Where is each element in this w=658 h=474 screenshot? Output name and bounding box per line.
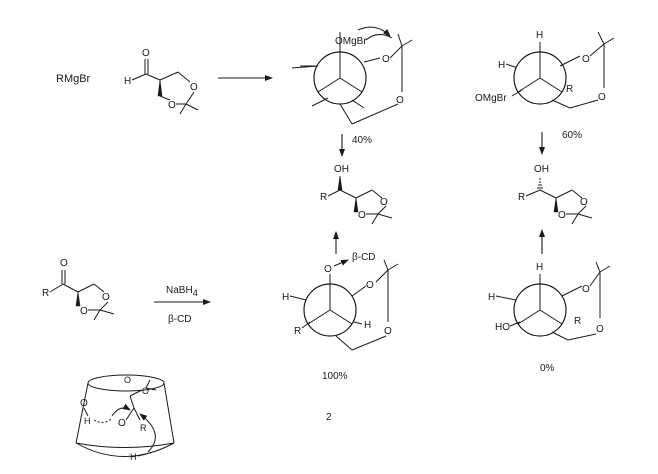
cd-ring-o: O bbox=[124, 375, 131, 385]
newman-h-top: H bbox=[536, 262, 543, 273]
product-ring-o: O bbox=[380, 197, 388, 208]
newman-ring-o: O bbox=[582, 54, 590, 65]
ring-o-label: O bbox=[80, 306, 88, 317]
product-ring-o: O bbox=[580, 197, 588, 208]
newman-ring-o: O bbox=[396, 95, 404, 106]
carbonyl-o-label: O bbox=[60, 258, 68, 269]
beta-cd-tag: β-CD bbox=[352, 252, 376, 263]
beta-cd-label: β-CD bbox=[168, 314, 192, 325]
aldehyde-acetonide-structure: O H O O bbox=[124, 48, 199, 115]
newman-h-left: H bbox=[488, 292, 495, 303]
carbonyl-o-label: O bbox=[142, 48, 150, 59]
newman-ring-o: O bbox=[598, 92, 606, 103]
newman-h-top: H bbox=[536, 30, 543, 41]
newman-h-left: H bbox=[282, 292, 289, 303]
ketone-r-label: R bbox=[42, 288, 49, 299]
omgbr-label: OMgBr bbox=[475, 93, 507, 104]
product-r-label: R bbox=[320, 192, 327, 203]
newman-r-label: R bbox=[566, 84, 573, 95]
cd-h-bottom: H bbox=[130, 452, 137, 462]
newman-r-label: R bbox=[574, 316, 581, 327]
newman-ho-label: HO bbox=[495, 322, 510, 333]
product-r-label: R bbox=[518, 192, 525, 203]
selectivity-60: 60% bbox=[562, 130, 582, 141]
ketone-acetonide-structure: O R O O bbox=[42, 258, 115, 321]
newman-h-right: H bbox=[364, 320, 371, 331]
cyclodextrin-inclusion-complex: O H O R O O H bbox=[75, 374, 175, 462]
product-oh-label: OH bbox=[534, 164, 549, 175]
newman-projection-felkin: H H OMgBr R O O 60% bbox=[475, 30, 615, 141]
product-ring-o: O bbox=[558, 210, 566, 221]
cd-substrate-r: R bbox=[140, 423, 147, 433]
newman-projection-cd-complex: O β-CD H R H O O 100% bbox=[282, 252, 399, 382]
product-diol-acetonide-left: OH R O O bbox=[320, 164, 393, 225]
product-ring-o: O bbox=[358, 210, 366, 221]
page-number: 2 bbox=[326, 412, 332, 423]
rmgbr-label: RMgBr bbox=[56, 73, 91, 85]
ring-o-label: O bbox=[102, 292, 110, 303]
product-oh-label: OH bbox=[334, 164, 349, 175]
newman-h-left: H bbox=[498, 60, 505, 71]
cd-substrate-o: O bbox=[118, 418, 126, 429]
selectivity-0: 0% bbox=[540, 363, 555, 374]
nabh4-label: NaBH4 bbox=[166, 285, 198, 298]
newman-projection-chelate: OMgBr O O 40% bbox=[291, 26, 413, 146]
reagent-grignard: RMgBr bbox=[56, 73, 91, 85]
newman-ring-o: O bbox=[366, 280, 374, 291]
newman-projection-alternative: H H HO R O O 0% bbox=[488, 261, 611, 374]
ring-o-label: O bbox=[190, 82, 198, 93]
aldehyde-h-label: H bbox=[124, 76, 131, 87]
cd-h-left: H bbox=[84, 416, 91, 426]
newman-ring-o: O bbox=[384, 326, 392, 337]
ring-o-label: O bbox=[168, 100, 176, 111]
newman-ring-o: O bbox=[582, 284, 590, 295]
selectivity-100: 100% bbox=[322, 371, 348, 382]
newman-r-label: R bbox=[294, 326, 301, 337]
cd-ring-o: O bbox=[142, 386, 149, 396]
selectivity-40: 40% bbox=[352, 135, 372, 146]
cd-o-label: O bbox=[80, 398, 88, 409]
newman-ring-o: O bbox=[382, 54, 390, 65]
newman-ring-o: O bbox=[596, 324, 604, 335]
omgbr-label: OMgBr bbox=[335, 36, 367, 47]
product-diol-acetonide-right: OH R O O bbox=[518, 164, 593, 225]
reduction-conditions: NaBH4 β-CD bbox=[154, 285, 211, 325]
newman-o-label: O bbox=[324, 264, 332, 275]
